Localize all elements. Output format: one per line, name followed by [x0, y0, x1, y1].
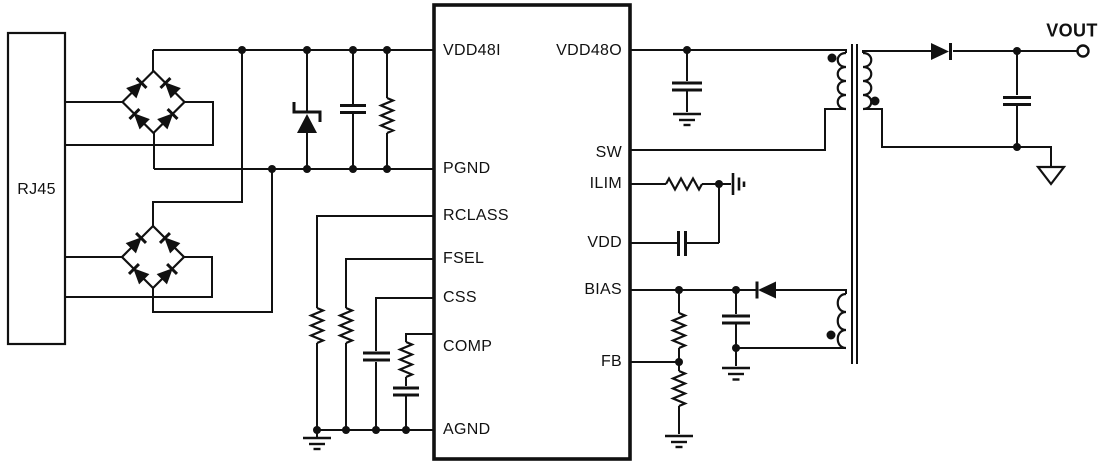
output-diode — [931, 43, 952, 60]
wire — [152, 50, 243, 226]
feedback-ground-symbol — [665, 434, 693, 449]
output-ground-symbol — [1035, 165, 1067, 186]
wire — [152, 169, 273, 313]
pin-label-fb: FB — [600, 353, 622, 370]
wire-vdd48o — [630, 49, 847, 53]
bridge-diode — [159, 76, 181, 99]
wire — [862, 50, 931, 53]
wire — [65, 101, 214, 146]
ilim-ground-symbol — [731, 173, 746, 195]
bridge-diode — [128, 107, 150, 130]
feedback-upper-resistor — [670, 311, 688, 350]
pin-label-vdd48i: VDD48I — [443, 42, 501, 59]
comp-capacitor — [393, 386, 419, 397]
auxiliary-polarity-dot — [826, 330, 836, 340]
bridge-outline — [120, 224, 186, 290]
transformer — [826, 44, 880, 364]
comp-resistor — [397, 340, 415, 379]
vdd48o-capacitor — [672, 81, 702, 92]
pin-label-agnd: AGND — [443, 421, 491, 438]
diode-bridge-bottom — [120, 224, 186, 290]
pin-label-css: CSS — [443, 289, 477, 306]
bias-diode — [755, 281, 776, 299]
bridge-diode — [157, 107, 179, 130]
bridge-diode — [125, 231, 148, 254]
pin-label-vdd: VDD — [587, 234, 622, 251]
primary-winding — [836, 51, 847, 111]
ilim-resistor — [665, 176, 703, 192]
bridge-diode — [127, 262, 150, 285]
wire-css — [375, 297, 434, 351]
wire-comp — [405, 333, 434, 342]
vdd-capacitor — [677, 231, 687, 256]
rclass-resistor — [308, 306, 326, 345]
bridge-diode — [126, 76, 148, 99]
secondary-winding — [862, 51, 873, 111]
pin-label-ilim: ILIM — [589, 175, 622, 192]
wire-sw — [630, 108, 846, 151]
diode-bridge-top — [120, 69, 187, 135]
input-resistor — [378, 96, 396, 135]
pin-label-comp: COMP — [443, 338, 493, 355]
primary-polarity-dot — [827, 53, 837, 63]
bias-capacitor — [722, 314, 750, 325]
feedback-lower-resistor — [670, 369, 688, 408]
bridge-outline — [120, 69, 187, 135]
input-capacitor — [340, 104, 366, 114]
pin-label-fsel: FSEL — [443, 250, 485, 267]
wire-fsel — [345, 258, 434, 308]
junction-dots — [238, 46, 1021, 434]
bias-ground-symbol — [722, 366, 750, 381]
ic-outline — [432, 3, 632, 461]
agnd-ground-symbol — [303, 436, 331, 451]
bridge-diode — [158, 231, 181, 254]
rj45-connector-box — [6, 31, 67, 346]
secondary-polarity-dot — [870, 96, 880, 106]
wire-out-return — [863, 108, 1052, 167]
vdd48o-ground-symbol — [673, 112, 701, 127]
tvs-diode — [292, 102, 322, 133]
pin-label-vdd48o: VDD48O — [556, 42, 622, 59]
pin-label-sw: SW — [595, 144, 622, 161]
pin-label-bias: BIAS — [584, 281, 622, 298]
pin-label-pgnd: PGND — [443, 160, 491, 177]
wire — [776, 289, 847, 294]
fsel-resistor — [337, 306, 355, 345]
wire — [65, 256, 213, 298]
rj45-label: RJ45 — [17, 181, 56, 198]
vout-terminal — [1076, 44, 1090, 58]
auxiliary-winding — [836, 292, 847, 350]
wire-rclass — [316, 215, 434, 308]
vout-label: VOUT — [1046, 20, 1098, 41]
bridge-diode — [156, 262, 179, 285]
output-capacitor — [1003, 96, 1031, 106]
css-capacitor — [363, 351, 390, 362]
pin-label-rclass: RCLASS — [443, 207, 509, 224]
